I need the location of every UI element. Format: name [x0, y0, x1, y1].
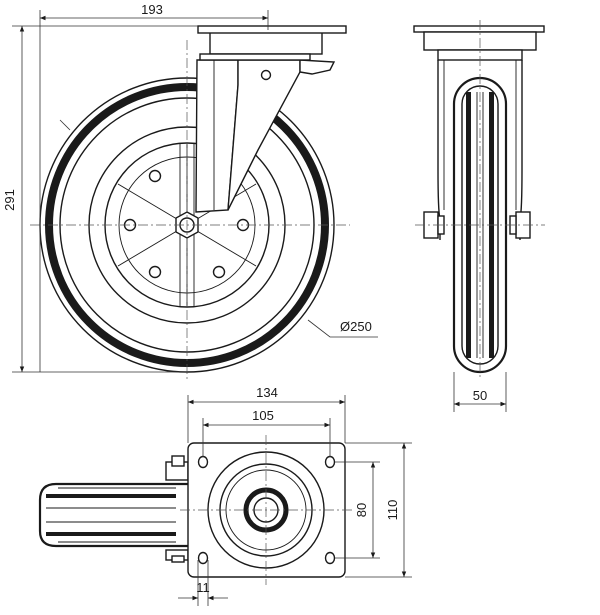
front-leader-tick — [59, 119, 71, 131]
top-tread — [46, 487, 176, 543]
side-view: 50 — [413, 20, 545, 412]
dim-105-label: 105 — [252, 408, 274, 423]
dim-193-label: 193 — [141, 2, 163, 17]
dim-250-leader — [307, 319, 378, 338]
side-top-plate — [413, 25, 545, 33]
top-view: 134 105 80 110 11 — [38, 385, 412, 606]
front-top-plate-body — [209, 29, 323, 55]
dim-110-label: 110 — [385, 500, 400, 521]
front-view: 193 291 Ø250 — [2, 2, 378, 380]
dim-11-label: 11 — [196, 580, 210, 595]
top-axle-cap-lower — [171, 555, 185, 563]
top-plate-holes — [197, 455, 336, 565]
front-rivet — [260, 69, 272, 81]
top-tyre-outline — [38, 482, 188, 548]
front-bearing-ring — [199, 53, 311, 61]
dim-50-label: 50 — [473, 388, 487, 403]
dim-250-label: Ø250 — [340, 319, 372, 334]
dim-291-label: 291 — [2, 189, 17, 211]
front-fork-brace — [299, 59, 336, 75]
dim-80-label: 80 — [354, 503, 369, 517]
front-top-plate — [197, 25, 347, 34]
top-axle-cap-upper — [171, 455, 185, 467]
dim-134-label: 134 — [256, 385, 278, 400]
